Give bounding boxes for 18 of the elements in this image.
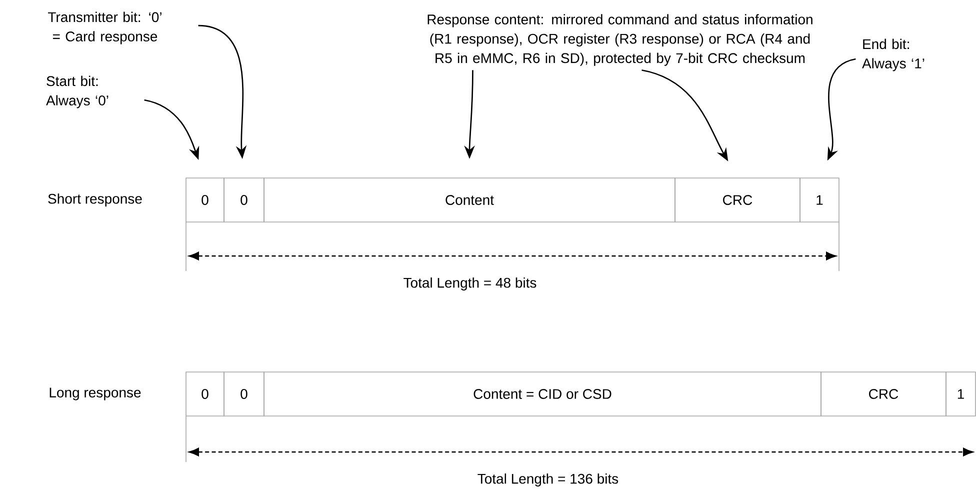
bit-field-cell: 1 bbox=[800, 178, 840, 222]
bit-field-cell: Content = CID or CSD bbox=[264, 372, 822, 416]
bit-field-cell: 0 bbox=[224, 372, 264, 416]
bit-field-cell: CRC bbox=[674, 178, 800, 222]
bit-field-cell: 0 bbox=[186, 372, 224, 416]
bit-field-cell: 0 bbox=[224, 178, 264, 222]
bit-field-cell: CRC bbox=[820, 372, 946, 416]
bit-field-cell: 0 bbox=[186, 178, 224, 222]
row-label: Long response bbox=[50, 388, 141, 400]
annotation-text: Response content: mirrored command and status information (R1 response), OCR register (R3 response) or RCA (R4 and R5 in eMMC, R6 in SD), protected by 7-bit CRC checksum bbox=[428, 14, 812, 66]
row-label: Short response bbox=[48, 193, 142, 207]
annotation-text: Transmitter bit: ‘0’ = Card response bbox=[48, 12, 162, 44]
annotation-text: End bit: Always ‘1’ bbox=[862, 38, 924, 72]
bit-field-cell: 1 bbox=[946, 372, 976, 416]
dimension-label: Total Length = 48 bits bbox=[404, 277, 536, 291]
bit-field-cell: Content bbox=[264, 178, 676, 222]
dimension-label: Total Length = 136 bits bbox=[478, 473, 618, 487]
annotation-text: Start bit: Always ‘0’ bbox=[46, 76, 108, 108]
